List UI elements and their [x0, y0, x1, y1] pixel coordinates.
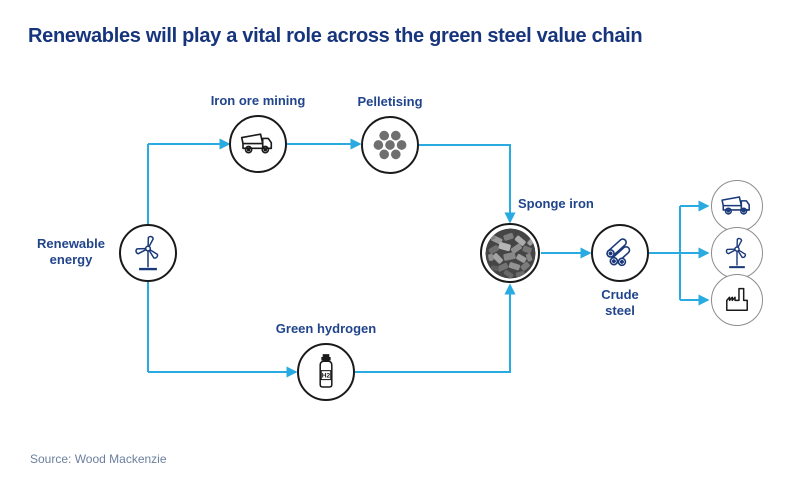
- label-renewable-energy: Renewable energy: [37, 236, 105, 267]
- label-sponge-iron: Sponge iron: [518, 196, 594, 211]
- dump-truck-icon: [721, 196, 750, 215]
- label-crude-steel: Crude steel: [601, 287, 639, 318]
- node-crude-steel: [591, 224, 649, 282]
- label-iron-ore-mining: Iron ore mining: [210, 93, 306, 108]
- dump-truck-icon: [240, 133, 273, 154]
- pellets-icon: [373, 130, 407, 160]
- node-outcome-wind: [711, 227, 763, 279]
- node-sponge-iron: [480, 223, 540, 283]
- source-note: Source: Wood Mackenzie: [30, 452, 167, 466]
- label-green-hydrogen: Green hydrogen: [275, 321, 377, 336]
- connector-pelletising-to-sponge: [419, 144, 516, 224]
- connector-hydrogen-to-sponge: [355, 283, 516, 373]
- sponge-iron-photo: [484, 227, 536, 279]
- node-outcome-truck: [711, 180, 763, 232]
- node-renewable-energy: [119, 224, 177, 282]
- page-title: Renewables will play a vital role across…: [28, 25, 643, 47]
- node-green-hydrogen: H2: [297, 343, 355, 401]
- wind-turbine-icon: [135, 235, 159, 271]
- hydrogen-bottle-text: H2: [322, 372, 331, 379]
- hydrogen-bottle-icon: H2: [319, 354, 333, 388]
- node-iron-ore-mining: [229, 115, 287, 173]
- steel-pipes-icon: [606, 238, 631, 267]
- node-outcome-factory: [711, 274, 763, 326]
- node-pelletising: [361, 116, 419, 174]
- wind-turbine-icon: [725, 237, 747, 269]
- factory-icon: [726, 287, 748, 311]
- label-pelletising: Pelletising: [357, 94, 423, 109]
